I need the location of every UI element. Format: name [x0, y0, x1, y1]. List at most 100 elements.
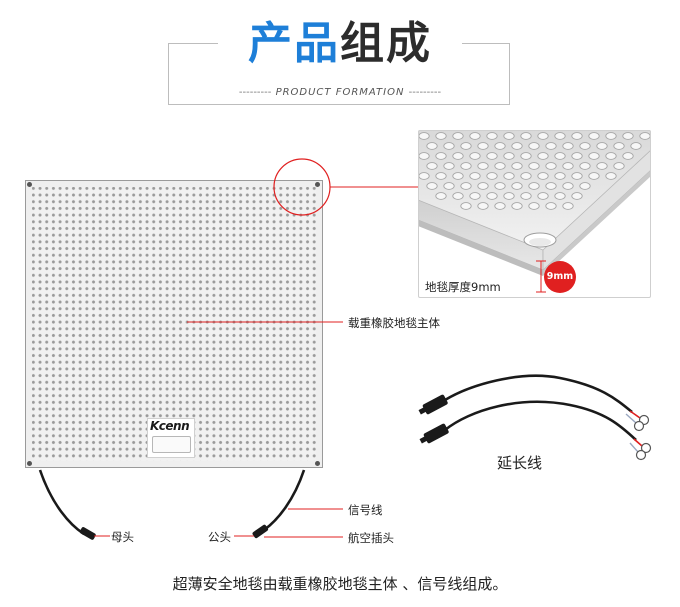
- surface-bump: [528, 142, 540, 150]
- surface-bump: [545, 182, 557, 190]
- surface-bump: [435, 132, 447, 140]
- surface-bump: [528, 202, 540, 210]
- surface-bump: [503, 152, 515, 160]
- surface-bump: [622, 152, 634, 160]
- surface-bump: [537, 172, 549, 180]
- screw-icon: [315, 182, 320, 187]
- surface-bump: [528, 162, 540, 170]
- surface-bump: [452, 132, 464, 140]
- screw-icon: [27, 461, 32, 466]
- surface-bump: [460, 162, 472, 170]
- surface-bump: [562, 202, 574, 210]
- page-title-accent: 产品: [248, 18, 340, 69]
- surface-bump: [545, 142, 557, 150]
- surface-bump: [579, 162, 591, 170]
- surface-bump: [511, 182, 523, 190]
- header-frame-line-right: [462, 43, 510, 44]
- surface-bump: [469, 152, 481, 160]
- surface-bump: [494, 202, 506, 210]
- surface-bump: [537, 192, 549, 200]
- surface-bump: [528, 182, 540, 190]
- surface-bump: [571, 132, 583, 140]
- surface-bump: [494, 182, 506, 190]
- surface-bump: [486, 132, 498, 140]
- brand-label-box: [152, 436, 191, 453]
- surface-bump: [452, 172, 464, 180]
- surface-bump: [511, 162, 523, 170]
- male-head-label: 公头: [208, 530, 231, 544]
- signal-wire-label: 信号线: [348, 503, 383, 517]
- surface-bump: [477, 182, 489, 190]
- female-cable: [38, 469, 85, 536]
- surface-bump: [537, 132, 549, 140]
- surface-bump: [520, 192, 532, 200]
- surface-bump: [571, 192, 583, 200]
- page-title: 产品组成: [0, 20, 680, 68]
- surface-bump: [571, 172, 583, 180]
- surface-bump: [605, 172, 617, 180]
- surface-bump: [605, 132, 617, 140]
- surface-bump: [596, 142, 608, 150]
- surface-bump: [579, 182, 591, 190]
- surface-bump: [486, 172, 498, 180]
- male-connector: [252, 524, 269, 539]
- aviation-connector-icon: [418, 394, 449, 444]
- magnify-circle: [273, 158, 331, 216]
- thickness-detail-illustration: [418, 130, 651, 298]
- surface-bump: [571, 152, 583, 160]
- surface-bump: [494, 162, 506, 170]
- surface-bump: [545, 202, 557, 210]
- surface-bump: [494, 142, 506, 150]
- header-frame-line-left: [168, 43, 218, 44]
- surface-bump: [443, 182, 455, 190]
- surface-bump: [588, 172, 600, 180]
- aviation-plug-label: 航空插头: [348, 531, 394, 545]
- surface-bump: [520, 172, 532, 180]
- screw-icon: [315, 461, 320, 466]
- surface-bump: [443, 162, 455, 170]
- surface-bump: [503, 192, 515, 200]
- surface-bump: [588, 132, 600, 140]
- surface-bump: [503, 132, 515, 140]
- female-head-label: 母头: [111, 530, 134, 544]
- body-label: 载重橡胶地毯主体: [348, 316, 440, 330]
- surface-bump: [452, 152, 464, 160]
- surface-bump: [613, 162, 625, 170]
- surface-bump: [511, 142, 523, 150]
- surface-bump: [486, 152, 498, 160]
- surface-bump: [613, 142, 625, 150]
- page-title-rest: 组成: [340, 18, 432, 69]
- surface-bump: [426, 162, 438, 170]
- extension-cable-label: 延长线: [497, 454, 543, 472]
- surface-bump: [588, 152, 600, 160]
- surface-bump: [511, 202, 523, 210]
- surface-bump: [477, 202, 489, 210]
- surface-bump: [630, 142, 642, 150]
- surface-bump: [435, 192, 447, 200]
- ring-terminal-icon: [625, 410, 652, 461]
- extension-cable: [444, 374, 637, 441]
- surface-bump: [554, 132, 566, 140]
- surface-bump: [622, 132, 634, 140]
- surface-bump: [469, 192, 481, 200]
- surface-bump: [554, 192, 566, 200]
- thickness-label: 地毯厚度9mm: [425, 280, 501, 294]
- surface-bump: [460, 182, 472, 190]
- surface-bump: [537, 152, 549, 160]
- surface-bump: [460, 202, 472, 210]
- detail-frame: [418, 130, 651, 298]
- surface-bump: [452, 192, 464, 200]
- surface-bump: [426, 142, 438, 150]
- page-subtitle: --------- PRODUCT FORMATION ---------: [0, 87, 680, 98]
- surface-bump: [486, 192, 498, 200]
- surface-bump: [443, 142, 455, 150]
- bottom-caption: 超薄安全地毯由载重橡胶地毯主体 、信号线组成。: [172, 575, 508, 593]
- surface-bump: [520, 152, 532, 160]
- surface-bump: [605, 152, 617, 160]
- surface-bump: [435, 172, 447, 180]
- female-connector: [79, 527, 96, 540]
- surface-bump: [562, 142, 574, 150]
- surface-bump: [554, 172, 566, 180]
- surface-bump: [562, 182, 574, 190]
